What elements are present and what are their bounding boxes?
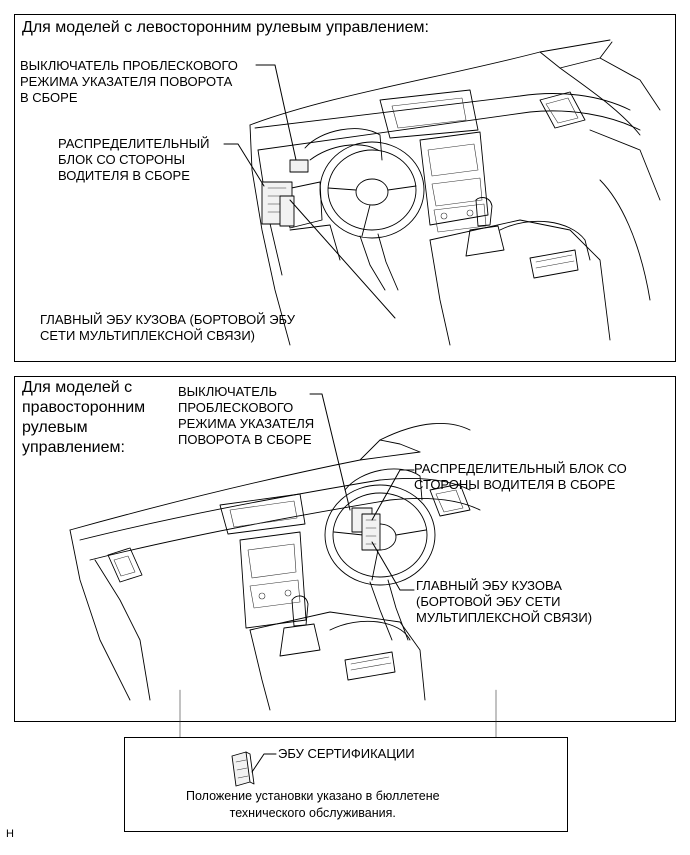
certification-ecu-note: Положение установки указано в бюллетене … — [186, 789, 440, 820]
rhd-label-flasher-switch: ВЫКЛЮЧАТЕЛЬ ПРОБЛЕСКОВОГО РЕЖИМА УКАЗАТЕ… — [178, 384, 315, 447]
certification-ecu-panel — [124, 737, 568, 832]
certification-ecu-label: ЭБУ СЕРТИФИКАЦИИ — [278, 746, 415, 761]
lhd-label-junction-block: РАСПРЕДЕЛИТЕЛЬНЫЙ БЛОК СО СТОРОНЫ ВОДИТЕ… — [58, 136, 210, 183]
lhd-label-body-ecu: ГЛАВНЫЙ ЭБУ КУЗОВА (БОРТОВОЙ ЭБУ СЕТИ МУ… — [40, 312, 296, 343]
lhd-label-flasher-switch: ВЫКЛЮЧАТЕЛЬ ПРОБЛЕСКОВОГО РЕЖИМА УКАЗАТЕ… — [20, 58, 238, 105]
lhd-heading: Для моделей с левосторонним рулевым упра… — [22, 19, 429, 36]
rhd-label-junction-block: РАСПРЕДЕЛИТЕЛЬНЫЙ БЛОК СО СТОРОНЫ ВОДИТЕ… — [414, 461, 627, 492]
rhd-panel — [14, 376, 676, 722]
rhd-label-body-ecu: ГЛАВНЫЙ ЭБУ КУЗОВА (БОРТОВОЙ ЭБУ СЕТИ МУ… — [416, 578, 593, 625]
figure-code: H — [6, 828, 14, 840]
rhd-heading: Для моделей с правосторонним рулевым упр… — [22, 379, 146, 456]
